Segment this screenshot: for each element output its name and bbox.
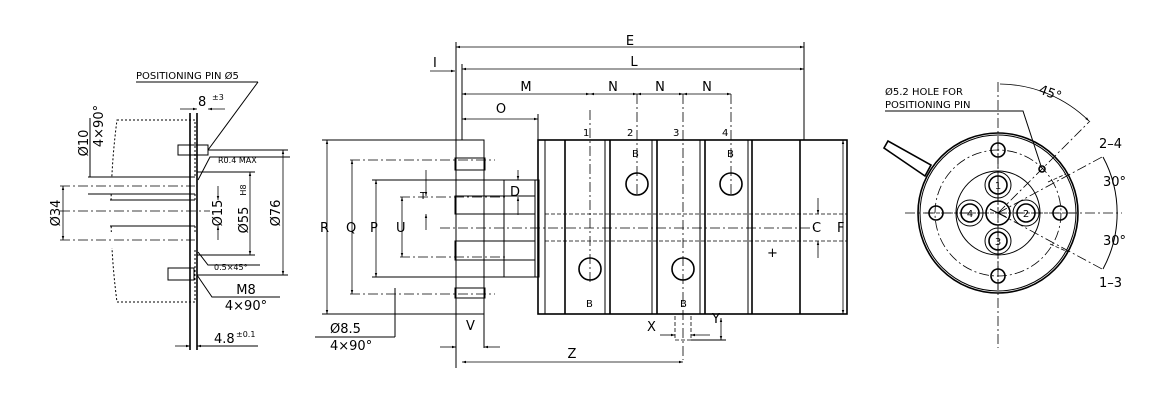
dim-x: X — [647, 320, 656, 335]
dia55-fit: H8 — [239, 184, 248, 195]
dim-v: V — [466, 319, 475, 334]
bore-gap-center — [110, 200, 196, 226]
outer-housing — [917, 132, 1079, 294]
port-circles — [956, 171, 1040, 255]
port-number-2: 2 — [627, 128, 633, 139]
rotary-union-end-view: 1 2 3 4 45° 30° 30° 2–4 1–3 Ø5.2 HOLE FO… — [882, 82, 1126, 348]
center-mark: + — [767, 246, 778, 261]
label-b: B — [727, 149, 734, 160]
mount-hole — [1052, 205, 1068, 221]
mount-hole — [990, 268, 1006, 284]
port-number-1: 1 — [583, 128, 589, 139]
dia76-label: Ø76 — [269, 200, 284, 227]
dim-q: Q — [346, 221, 356, 236]
mounting-section-view: Ø34 Ø10 4×90° Ø15 Ø55 H8 Ø76 POSITIONING… — [49, 70, 290, 350]
thread-hole — [167, 267, 195, 281]
hub — [455, 179, 536, 278]
hole-count-label: 4×90° — [330, 339, 372, 354]
dim-p: P — [370, 221, 378, 236]
dia10-count: 4×90° — [92, 105, 107, 147]
dim-l: L — [630, 55, 638, 70]
dim-y: Y — [711, 312, 720, 327]
dim-n: N — [702, 80, 712, 95]
pin-hole — [1038, 165, 1046, 173]
dim-z: Z — [568, 347, 577, 362]
label-b: B — [586, 299, 593, 310]
mount-hole — [928, 205, 944, 221]
angle-30-lower: 30° — [1103, 234, 1126, 249]
angle-45: 45° — [1037, 83, 1064, 105]
rotary-union-side-view: + 1 2 3 4 B B B B E L I M N N N O R — [315, 34, 848, 368]
hole-label-line2: POSITIONING PIN — [885, 100, 970, 111]
dia34-label: Ø34 — [49, 200, 64, 227]
dim-n: N — [608, 80, 618, 95]
dia10-label: Ø10 — [77, 130, 92, 157]
hatched-block — [110, 119, 196, 303]
port-number-3: 3 — [673, 128, 679, 139]
ports-2-4-label: 2–4 — [1099, 137, 1122, 152]
dim-8: 8 — [198, 95, 206, 110]
dim-d: D — [510, 185, 520, 200]
dia15-label: Ø15 — [211, 200, 226, 227]
chamfer-label: 0.5×45° — [214, 263, 248, 272]
pin-hole — [177, 144, 209, 156]
rotary-body — [537, 139, 848, 315]
dim-u: U — [396, 221, 406, 236]
port-number-4: 4 — [722, 128, 728, 139]
dim-f: F — [837, 221, 844, 236]
hole-dia-label: Ø8.5 — [330, 322, 361, 337]
hole-label-line1: Ø5.2 HOLE FOR — [885, 86, 963, 98]
end-port-1: 1 — [995, 181, 1001, 192]
dim-c: C — [812, 221, 821, 236]
pin — [674, 313, 692, 341]
angle-30-upper: 30° — [1103, 175, 1126, 190]
dim-i: I — [433, 56, 437, 71]
radius-label: R0.4 MAX — [218, 156, 257, 165]
thread-count: 4×90° — [225, 299, 267, 314]
dia55-label: Ø55 — [237, 207, 252, 234]
end-port-4: 4 — [967, 209, 973, 220]
dim-m: M — [520, 80, 531, 95]
dim-r: R — [320, 221, 329, 236]
dim-o: O — [496, 102, 506, 117]
dim-4-8: 4.8 — [214, 332, 235, 347]
label-b: B — [680, 299, 687, 310]
end-port-2: 2 — [1023, 209, 1029, 220]
center-port — [985, 200, 1011, 226]
label-b: B — [632, 149, 639, 160]
dim-t: T — [419, 191, 427, 202]
positioning-pin-handle — [882, 139, 933, 178]
dim-8-tol: ±3 — [212, 93, 224, 102]
dim-4-8-tol: ±0.1 — [236, 330, 255, 339]
mount-hole — [990, 142, 1006, 158]
thread-label: M8 — [236, 283, 256, 298]
end-port-3: 3 — [995, 237, 1001, 248]
bore-upper — [454, 195, 536, 215]
ports-1-3-label: 1–3 — [1099, 276, 1122, 291]
positioning-pin-label: POSITIONING PIN Ø5 — [136, 70, 239, 82]
dim-e: E — [626, 34, 634, 49]
dim-n: N — [655, 80, 665, 95]
